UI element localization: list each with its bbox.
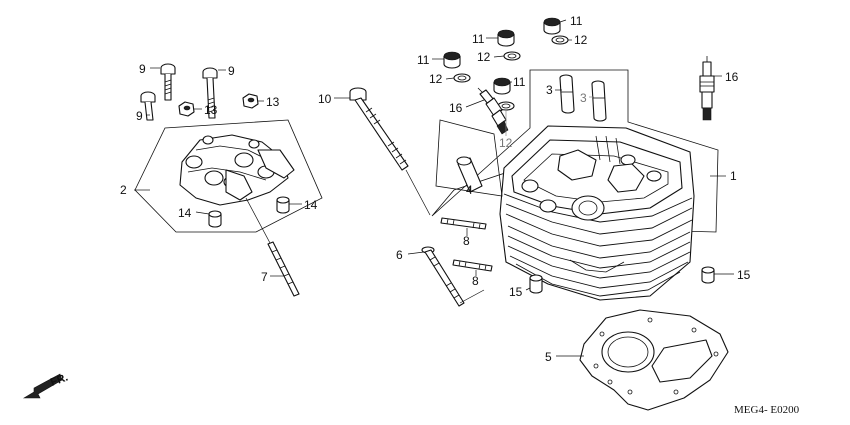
callout-8-a: 8	[463, 234, 470, 248]
callout-11-a: 11	[570, 14, 583, 28]
callout-12-c: 12	[429, 72, 443, 86]
callout-3-b: 3	[580, 91, 587, 105]
valve-guide-3-a	[559, 74, 575, 114]
guide-4	[435, 119, 503, 197]
bolt-9-a	[160, 63, 176, 101]
callout-10: 10	[318, 92, 332, 106]
spark-plug-16-a	[477, 87, 509, 135]
callout-6: 6	[396, 248, 403, 262]
cap-11-b	[497, 29, 515, 47]
callout-2: 2	[120, 183, 127, 197]
callout-1: 1	[730, 169, 737, 183]
callout-12-b: 12	[477, 50, 491, 64]
dowel-pin-14-b	[276, 196, 290, 214]
callout-9-b: 9	[228, 64, 235, 78]
washer-12-c	[453, 73, 471, 83]
stud-bolt-7	[245, 197, 300, 297]
callout-16-a: 16	[449, 101, 463, 115]
callout-14-b: 14	[304, 198, 318, 212]
callouts: 1 2 3 3 4 5 6 7 8 8 9 9 9	[120, 14, 751, 364]
arrow-icon	[22, 373, 63, 399]
guide-4-frame	[435, 119, 503, 197]
callout-3-a: 3	[546, 83, 553, 97]
cap-11-a	[543, 17, 561, 35]
washer-12-a	[551, 35, 569, 45]
callout-13-b: 13	[266, 95, 280, 109]
callout-9-a: 9	[139, 62, 146, 76]
bolt-9-c	[140, 91, 156, 121]
callout-11-c: 11	[417, 53, 430, 67]
callout-12-d: 12	[499, 136, 513, 150]
nut-13-b	[242, 93, 259, 109]
dowel-pin-15-b	[701, 266, 715, 284]
callout-15-b: 15	[737, 268, 751, 282]
dowel-pin-15-a	[529, 274, 543, 294]
cap-11-c	[443, 51, 461, 69]
stud-bolt-6	[421, 246, 485, 307]
callout-16-b: 16	[725, 70, 739, 84]
callout-5: 5	[545, 350, 552, 364]
stud-8-a	[440, 217, 487, 230]
callout-15-a: 15	[509, 285, 523, 299]
front-direction-arrow: FR.	[22, 371, 70, 399]
bolt-10	[349, 87, 431, 216]
drawing-code: MEG4- E0200	[734, 404, 800, 416]
callout-14-a: 14	[178, 206, 192, 220]
callout-7: 7	[261, 270, 268, 284]
nut-13-a	[178, 101, 195, 117]
callout-8-b: 8	[472, 274, 479, 288]
callout-9-c: 9	[136, 109, 143, 123]
washer-12-b	[503, 51, 521, 61]
callout-11-d: 11	[513, 75, 526, 89]
callout-4: 4	[466, 183, 473, 197]
cap-11-d	[493, 77, 511, 95]
dowel-pin-14-a	[208, 210, 222, 228]
callout-13-a: 13	[204, 103, 218, 117]
valve-guide-3-b	[591, 80, 607, 122]
callout-11-b: 11	[472, 32, 485, 46]
bolt-9-b	[202, 67, 218, 119]
stud-8-b	[452, 259, 493, 272]
callout-12-a: 12	[574, 33, 588, 47]
rocker-arm-holder-assembly	[134, 119, 323, 233]
front-direction-label: FR.	[49, 371, 70, 388]
cylinder-head	[431, 69, 719, 301]
spark-plug-16-b	[699, 56, 715, 121]
head-gasket-5	[579, 309, 729, 411]
